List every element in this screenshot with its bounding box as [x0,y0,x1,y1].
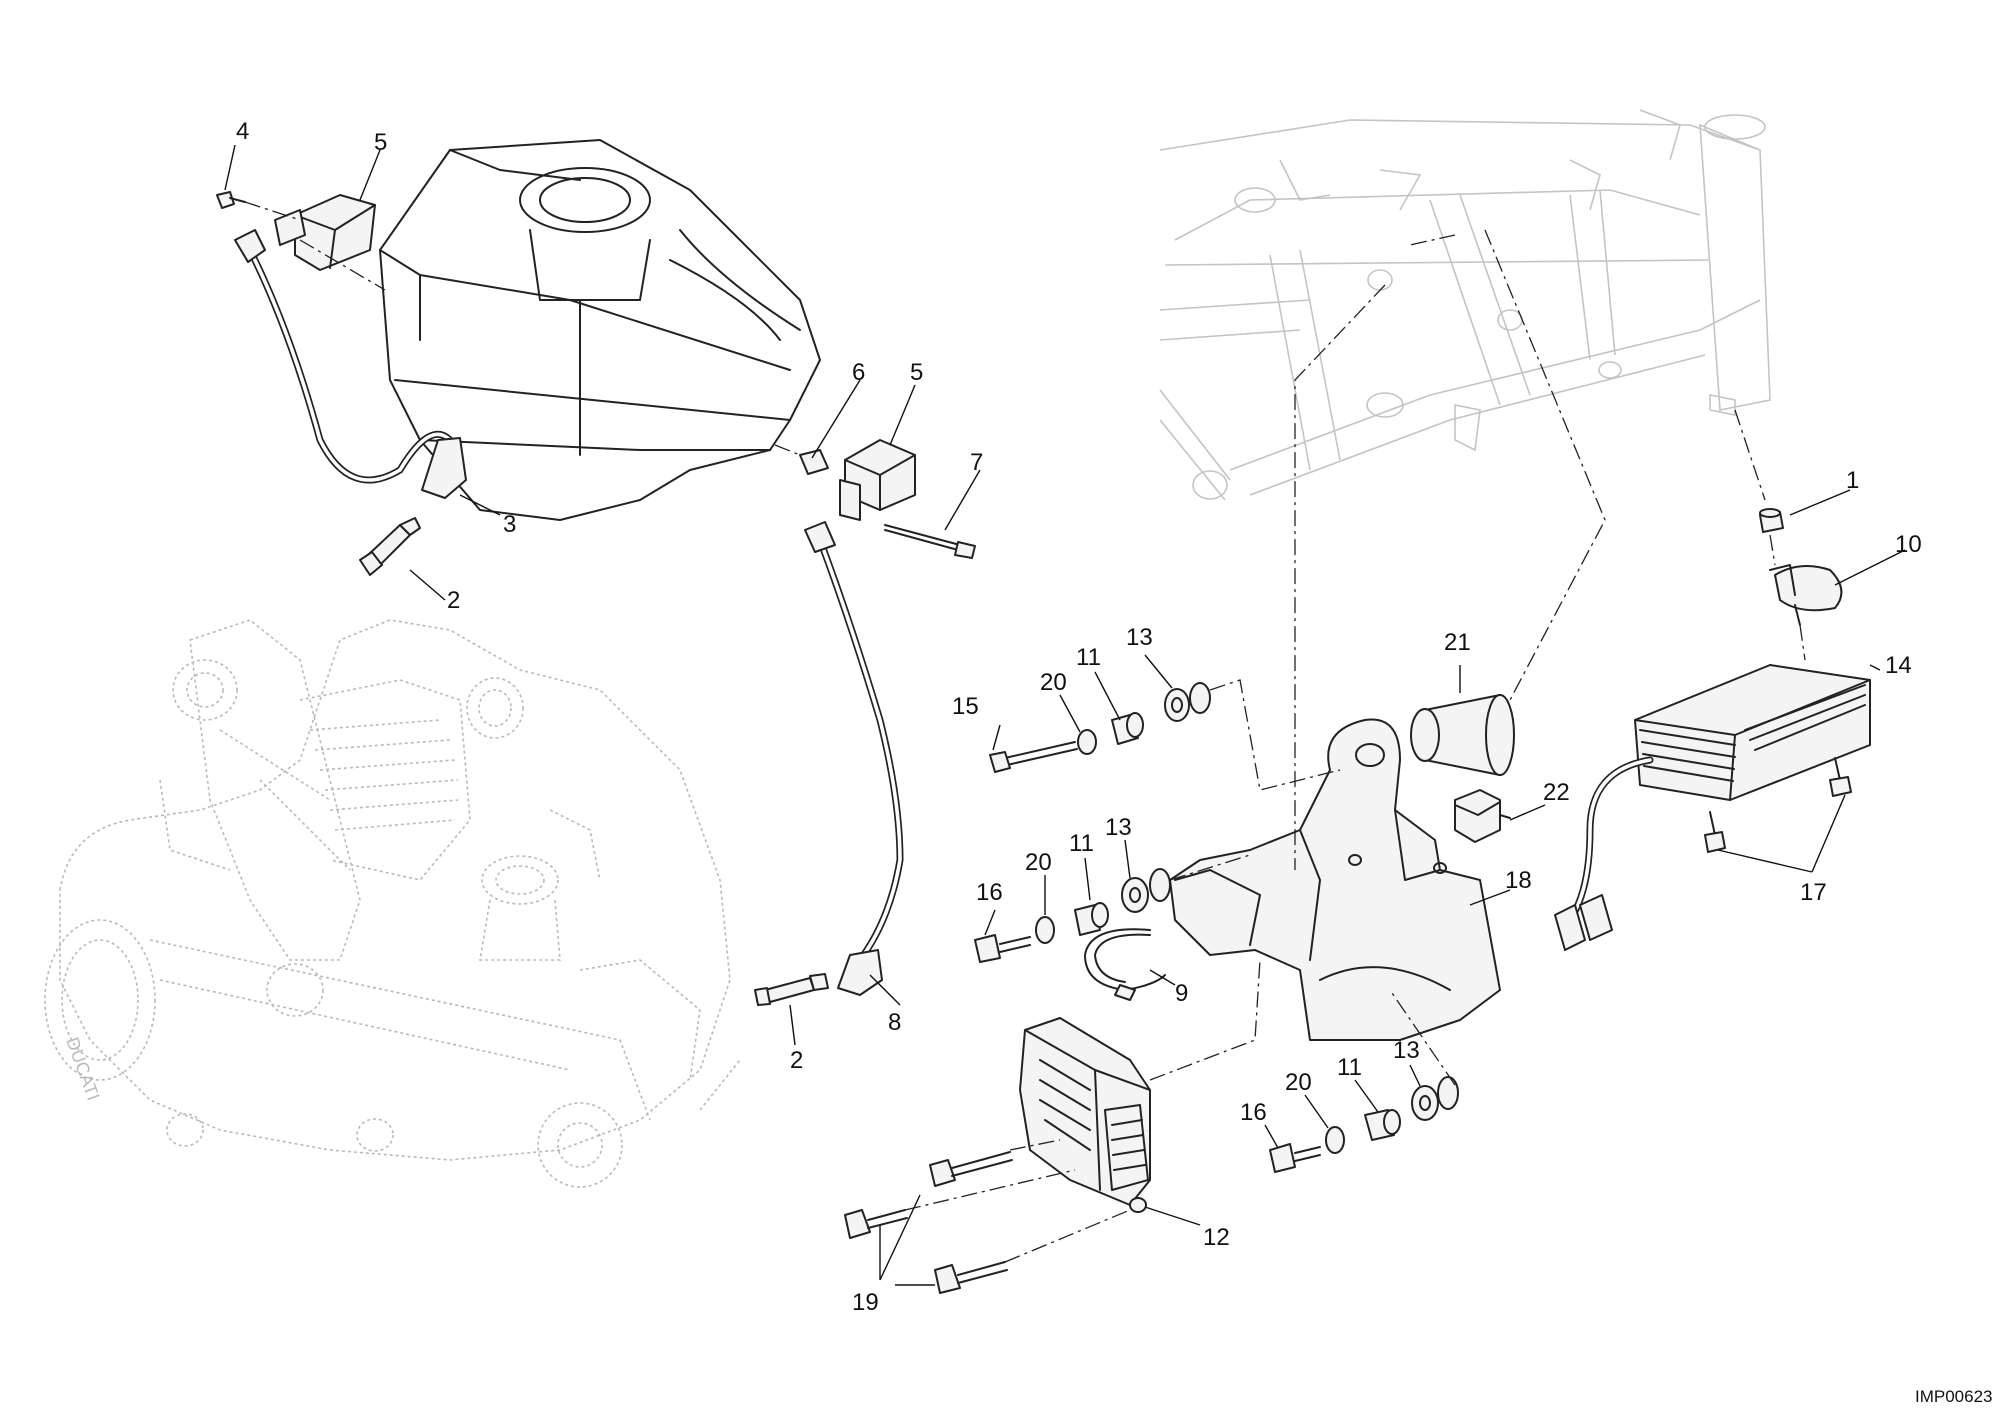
callout-4: 4 [236,118,249,145]
voltage-regulator [1634,664,1871,801]
callout-5: 5 [374,129,387,156]
callout-10: 10 [1895,531,1922,558]
engine-control-unit [1019,1017,1151,1213]
coil-bolt-rear [884,524,976,559]
spark-plug-cable-front [234,229,467,499]
callout-6: 6 [852,359,865,386]
callout-14: 14 [1885,652,1912,679]
callout-13-lower: 13 [1393,1037,1420,1064]
regulator-harness [1554,756,1654,951]
callout-2-rear: 2 [790,1047,803,1074]
ignition-coil-rear [839,439,916,521]
callout-1: 1 [1846,467,1859,494]
callout-22: 22 [1543,779,1570,806]
callout-11: 11 [1076,644,1101,671]
callout-8: 8 [888,1009,901,1036]
spark-plug-rear [754,973,829,1006]
ecu-bolts [844,1151,1013,1294]
callout-11-middle: 11 [1069,830,1094,857]
callout-19: 19 [852,1289,879,1316]
callout-13-middle: 13 [1105,814,1132,841]
callout-16-lower: 16 [1240,1099,1267,1126]
rubber-damper [1410,694,1515,776]
coil-bolt-front [216,191,246,209]
drawing-code: IMP00623 [1915,1387,1993,1406]
spark-plug-front [359,517,421,576]
connector-block [1454,789,1511,843]
callout-20-middle: 20 [1025,849,1052,876]
callout-21: 21 [1444,629,1471,656]
callout-3: 3 [503,511,516,538]
callout-15: 15 [952,693,979,720]
engine-brand-text: DUCATI [62,1035,103,1104]
callout-2: 2 [447,587,460,614]
callout-5-rear: 5 [910,359,923,386]
spacer-bush [1759,508,1784,533]
spark-plug-cable-rear [804,521,904,996]
callout-11-lower: 11 [1337,1054,1362,1081]
fastener-set-upper [989,682,1211,773]
regulator-screws [1704,757,1852,853]
coil-spacer [799,449,829,475]
fastener-set-middle [974,868,1171,963]
callout-7: 7 [970,449,983,476]
callout-20-lower: 20 [1285,1069,1312,1096]
fastener-set-lower [1269,1076,1459,1173]
callout-12: 12 [1203,1224,1230,1251]
callout-18: 18 [1505,867,1532,894]
cable-clamp [1084,928,1166,1001]
callout-16: 16 [976,879,1003,906]
motorcycle-frame [1159,109,1771,501]
callout-13: 13 [1126,624,1153,651]
ignition-coil-front [274,194,376,271]
leader-lines [224,144,1906,1286]
engine-block: DUCATI [44,619,741,1188]
callout-20: 20 [1040,669,1067,696]
callout-labels: 4 5 3 2 6 5 7 2 8 1 10 14 17 21 22 18 9 … [236,118,1922,1316]
mounting-bracket [1169,718,1501,1041]
callout-9: 9 [1175,980,1188,1007]
horn [1769,564,1843,626]
callout-17: 17 [1800,879,1827,906]
